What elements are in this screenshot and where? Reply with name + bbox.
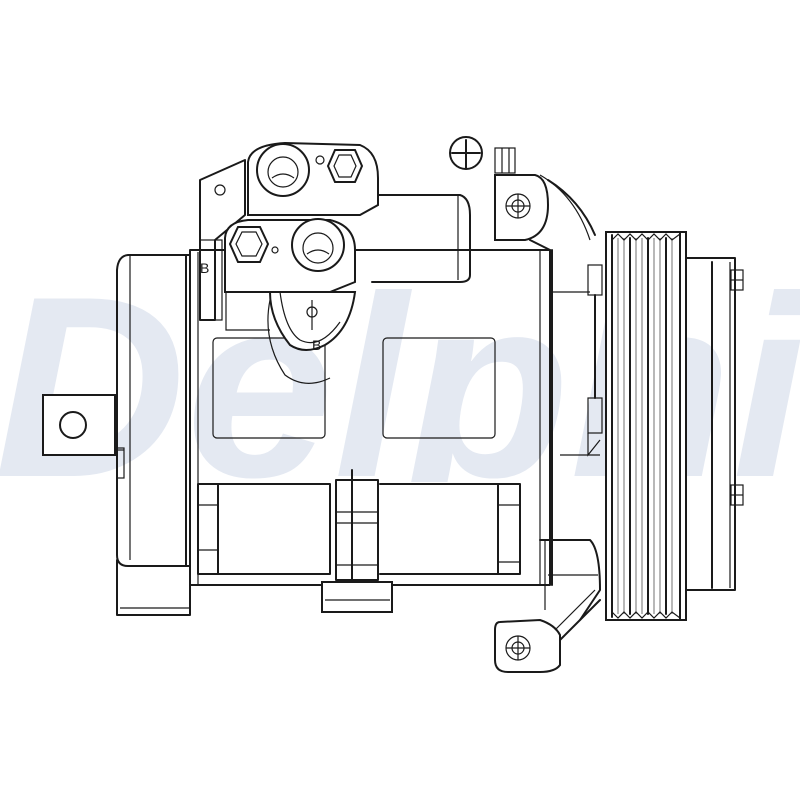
clutch-plate [685, 257, 744, 591]
bottom-mount-boss [494, 539, 601, 673]
side-mount-ear [42, 394, 125, 479]
discharge-port-fitting [247, 141, 379, 216]
front-housing [551, 249, 603, 586]
compressor-body [189, 249, 551, 613]
clutch-pulley [605, 231, 687, 621]
top-mount-boss [494, 147, 596, 291]
port-label-b-lower: B [312, 337, 321, 353]
ground-symbol [449, 136, 483, 170]
suction-port-fitting: B [224, 218, 357, 384]
rear-head [116, 254, 191, 616]
port-label-b-left: B [200, 260, 209, 276]
manifold-block: B [199, 159, 471, 321]
